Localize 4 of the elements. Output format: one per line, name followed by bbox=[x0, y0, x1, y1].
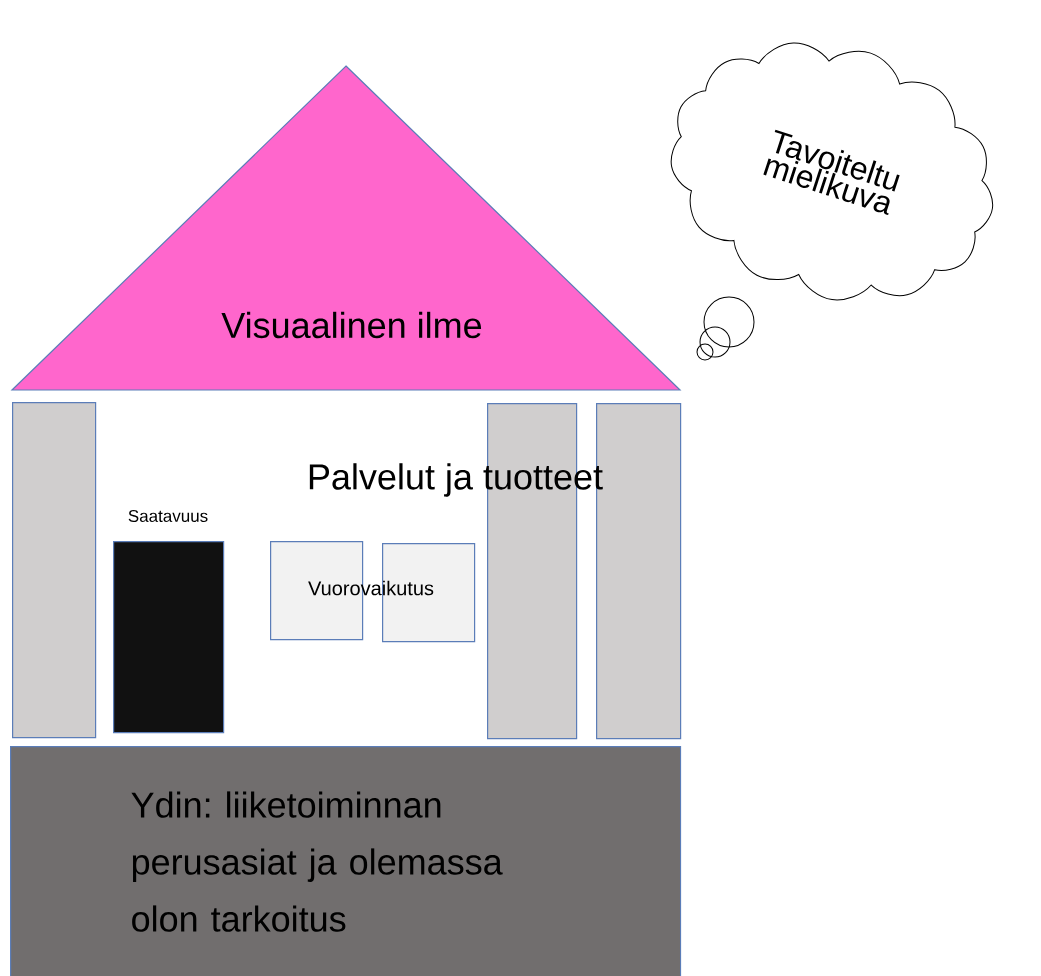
door bbox=[113, 541, 225, 734]
foundation-block: Ydin: liiketoiminnan perusasiat ja olemassa olon tarkoitus bbox=[10, 746, 682, 976]
pillar bbox=[12, 402, 97, 739]
door-label: Saatavuus bbox=[128, 510, 208, 522]
